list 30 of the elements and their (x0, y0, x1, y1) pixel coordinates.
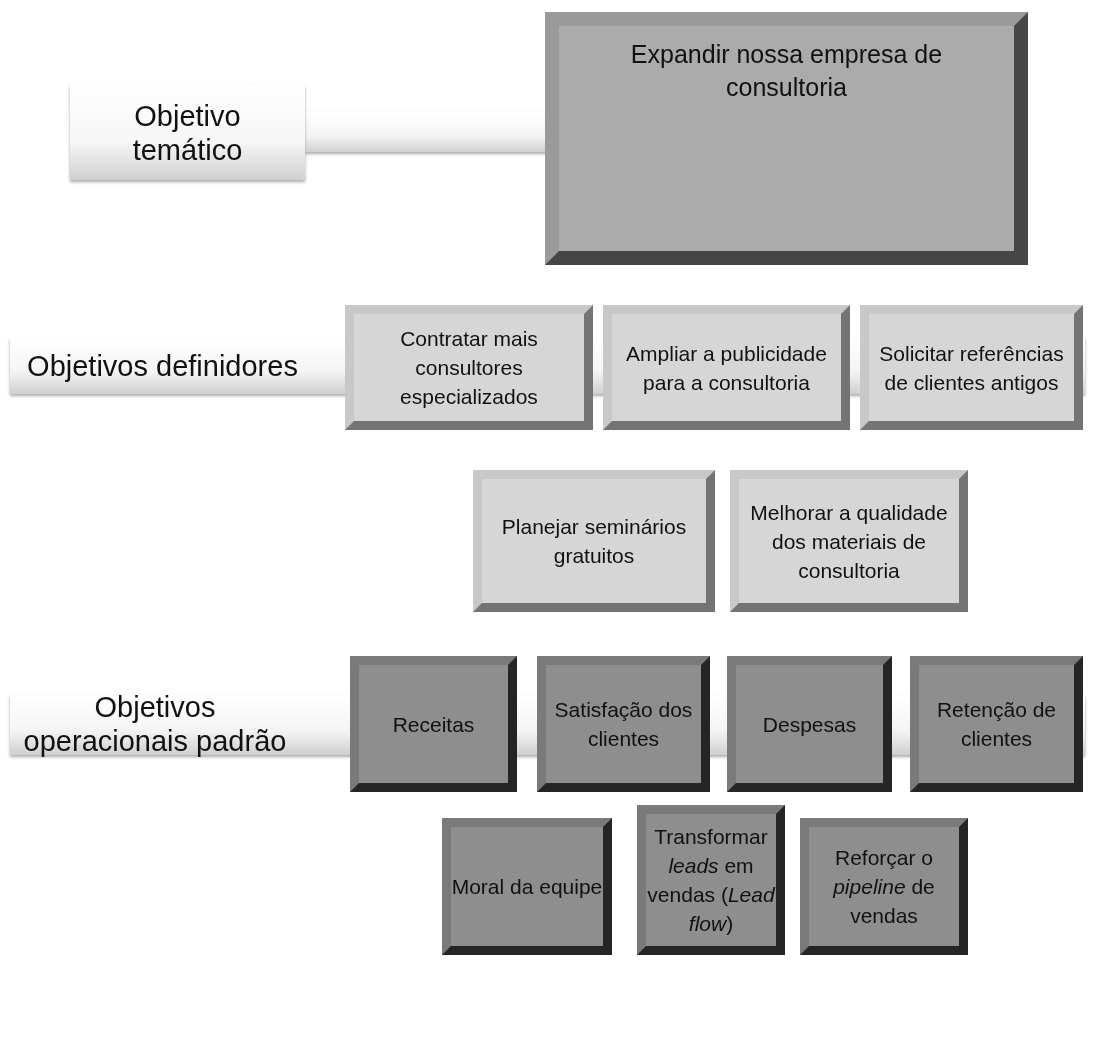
objective-box (860, 305, 1083, 430)
box-text: Moral da equipe (451, 874, 603, 900)
box-text: Contratar mais consultores especializados (399, 326, 539, 410)
level-label: Objetivos definidores (27, 349, 298, 383)
objective-box (545, 12, 1028, 265)
box-text: Planejar seminários gratuitos (500, 514, 688, 569)
level-label-box (70, 85, 305, 180)
level-label: Objetivos operacionais padrão (22, 690, 288, 758)
box-text: Solicitar referências de clientes antigos (878, 340, 1065, 396)
objective-box (350, 656, 517, 792)
box-text: Ampliar a publicidade para a consultoria (625, 340, 828, 396)
objective-box (537, 656, 710, 792)
objective-box (800, 818, 968, 955)
box-text: Objetivo temático (131, 98, 244, 167)
box-text: Reforçar o pipeline de vendas (831, 845, 936, 929)
objective-box (603, 305, 850, 430)
objective-box (345, 305, 593, 430)
box-text: Melhorar a qualidade dos materiais de consultoria (749, 499, 949, 584)
objective-box (727, 656, 892, 792)
box-text: Satisfação dos clientes (553, 697, 694, 752)
box-text: Retenção de clientes (935, 697, 1058, 752)
box-text: Despesas (762, 711, 857, 738)
objective-box (910, 656, 1083, 792)
objective-box (473, 470, 715, 612)
box-text: Transformar leads em vendas (Lead flow) (646, 824, 776, 937)
objective-box (442, 818, 612, 955)
objective-box (730, 470, 968, 612)
objective-box (637, 805, 785, 955)
box-text: Receitas (392, 711, 475, 738)
box-text: Expandir nossa empresa de consultoria (629, 39, 944, 103)
